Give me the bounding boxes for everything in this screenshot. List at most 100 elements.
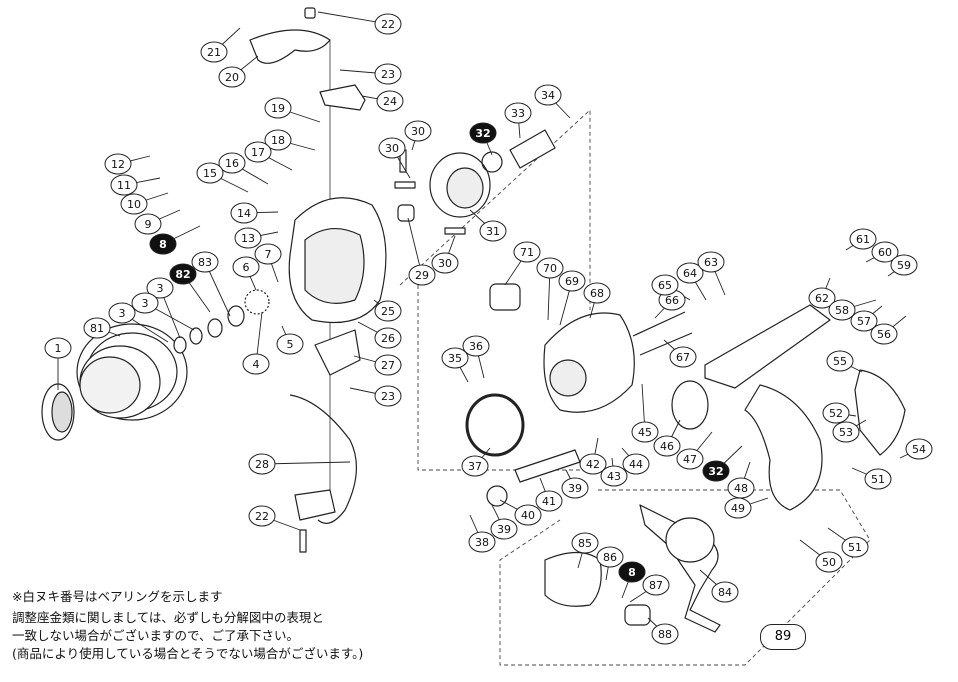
- part-number-label: 44: [622, 453, 650, 475]
- svg-text:86: 86: [603, 551, 617, 564]
- svg-text:5: 5: [287, 338, 294, 351]
- svg-text:1: 1: [55, 342, 62, 355]
- svg-text:43: 43: [607, 470, 621, 483]
- part-number-label: 58: [828, 299, 856, 321]
- part-number-label: 35: [441, 347, 469, 369]
- svg-text:34: 34: [541, 89, 555, 102]
- part-number-label: 36: [462, 335, 490, 357]
- svg-text:37: 37: [468, 460, 482, 473]
- part-number-label: 29: [408, 264, 436, 286]
- svg-text:28: 28: [255, 458, 269, 471]
- svg-text:85: 85: [578, 537, 592, 550]
- svg-text:12: 12: [111, 158, 125, 171]
- part-number-label: 59: [890, 254, 918, 276]
- part-number-label: 26: [374, 327, 402, 349]
- svg-text:51: 51: [871, 473, 885, 486]
- svg-text:71: 71: [520, 246, 534, 259]
- svg-text:15: 15: [203, 167, 217, 180]
- part-number-label: 30: [378, 137, 406, 159]
- part-number-label: 7: [254, 243, 282, 265]
- svg-text:53: 53: [839, 426, 853, 439]
- svg-text:4: 4: [253, 358, 260, 371]
- part-number-label: 51: [864, 468, 892, 490]
- part-number-label: 10: [120, 193, 148, 215]
- part-number-label: 49: [724, 497, 752, 519]
- svg-text:54: 54: [912, 443, 926, 456]
- part-number-label: 15: [196, 162, 224, 184]
- svg-text:3: 3: [142, 297, 149, 310]
- svg-text:65: 65: [658, 279, 672, 292]
- part-number-label: 87: [642, 574, 670, 596]
- svg-text:63: 63: [704, 256, 718, 269]
- part-number-label: 43: [600, 465, 628, 487]
- svg-text:31: 31: [486, 225, 500, 238]
- svg-text:62: 62: [815, 292, 829, 305]
- svg-text:58: 58: [835, 304, 849, 317]
- part-number-label: 41: [535, 490, 563, 512]
- svg-text:20: 20: [225, 71, 239, 84]
- svg-text:64: 64: [683, 267, 697, 280]
- part-number-label: 9: [134, 213, 162, 235]
- part-number-label: 38: [468, 531, 496, 553]
- svg-text:30: 30: [385, 142, 399, 155]
- page-number: 89: [760, 624, 806, 650]
- bearing-part-label: 8: [149, 233, 177, 255]
- svg-text:39: 39: [568, 482, 582, 495]
- part-number-label: 25: [374, 300, 402, 322]
- part-number-label: 6: [232, 256, 260, 278]
- part-number-label: 67: [669, 346, 697, 368]
- svg-text:7: 7: [265, 248, 272, 261]
- svg-text:6: 6: [243, 261, 250, 274]
- part-number-label: 54: [905, 438, 933, 460]
- part-number-label: 23: [374, 385, 402, 407]
- svg-text:81: 81: [90, 322, 104, 335]
- part-number-label: 18: [264, 129, 292, 151]
- svg-text:22: 22: [255, 510, 269, 523]
- part-number-label: 68: [583, 282, 611, 304]
- svg-text:32: 32: [475, 127, 490, 140]
- part-number-label: 71: [513, 241, 541, 263]
- svg-text:27: 27: [381, 359, 395, 372]
- svg-text:3: 3: [157, 282, 164, 295]
- part-number-label: 51: [841, 536, 869, 558]
- svg-text:51: 51: [848, 541, 862, 554]
- note-shim-disclaimer-1: 調整座金類に関しましては、必ずしも分解図中の表現と: [12, 610, 324, 625]
- svg-text:23: 23: [381, 68, 395, 81]
- part-number-label: 19: [264, 97, 292, 119]
- svg-text:55: 55: [833, 355, 847, 368]
- svg-text:61: 61: [856, 233, 870, 246]
- part-number-label: 23: [374, 63, 402, 85]
- svg-text:3: 3: [119, 307, 126, 320]
- part-number-label: 57: [850, 310, 878, 332]
- svg-text:70: 70: [543, 262, 557, 275]
- svg-text:49: 49: [731, 502, 745, 515]
- part-number-label: 61: [849, 228, 877, 250]
- svg-text:48: 48: [734, 482, 748, 495]
- svg-text:47: 47: [683, 453, 697, 466]
- svg-text:87: 87: [649, 579, 663, 592]
- part-number-label: 69: [558, 270, 586, 292]
- part-number-label: 62: [808, 287, 836, 309]
- note-shim-disclaimer-3: (商品により使用している場合とそうでない場合がございます。): [12, 646, 364, 661]
- svg-text:33: 33: [511, 107, 525, 120]
- svg-text:88: 88: [658, 628, 672, 641]
- svg-text:68: 68: [590, 287, 604, 300]
- svg-text:38: 38: [475, 536, 489, 549]
- svg-text:39: 39: [497, 523, 511, 536]
- part-number-label: 64: [676, 262, 704, 284]
- svg-text:66: 66: [665, 294, 679, 307]
- bearing-part-label: 8: [618, 561, 646, 583]
- part-number-label: 39: [561, 477, 589, 499]
- part-number-label: 13: [234, 227, 262, 249]
- svg-text:23: 23: [381, 390, 395, 403]
- part-number-label: 46: [653, 435, 681, 457]
- svg-text:30: 30: [411, 125, 425, 138]
- svg-text:16: 16: [225, 157, 239, 170]
- bearing-part-label: 32: [469, 122, 497, 144]
- bearing-part-label: 32: [702, 460, 730, 482]
- leader-line: [261, 461, 351, 465]
- svg-text:52: 52: [829, 407, 843, 420]
- svg-text:26: 26: [381, 332, 395, 345]
- part-number-label: 39: [490, 518, 518, 540]
- svg-text:13: 13: [241, 232, 255, 245]
